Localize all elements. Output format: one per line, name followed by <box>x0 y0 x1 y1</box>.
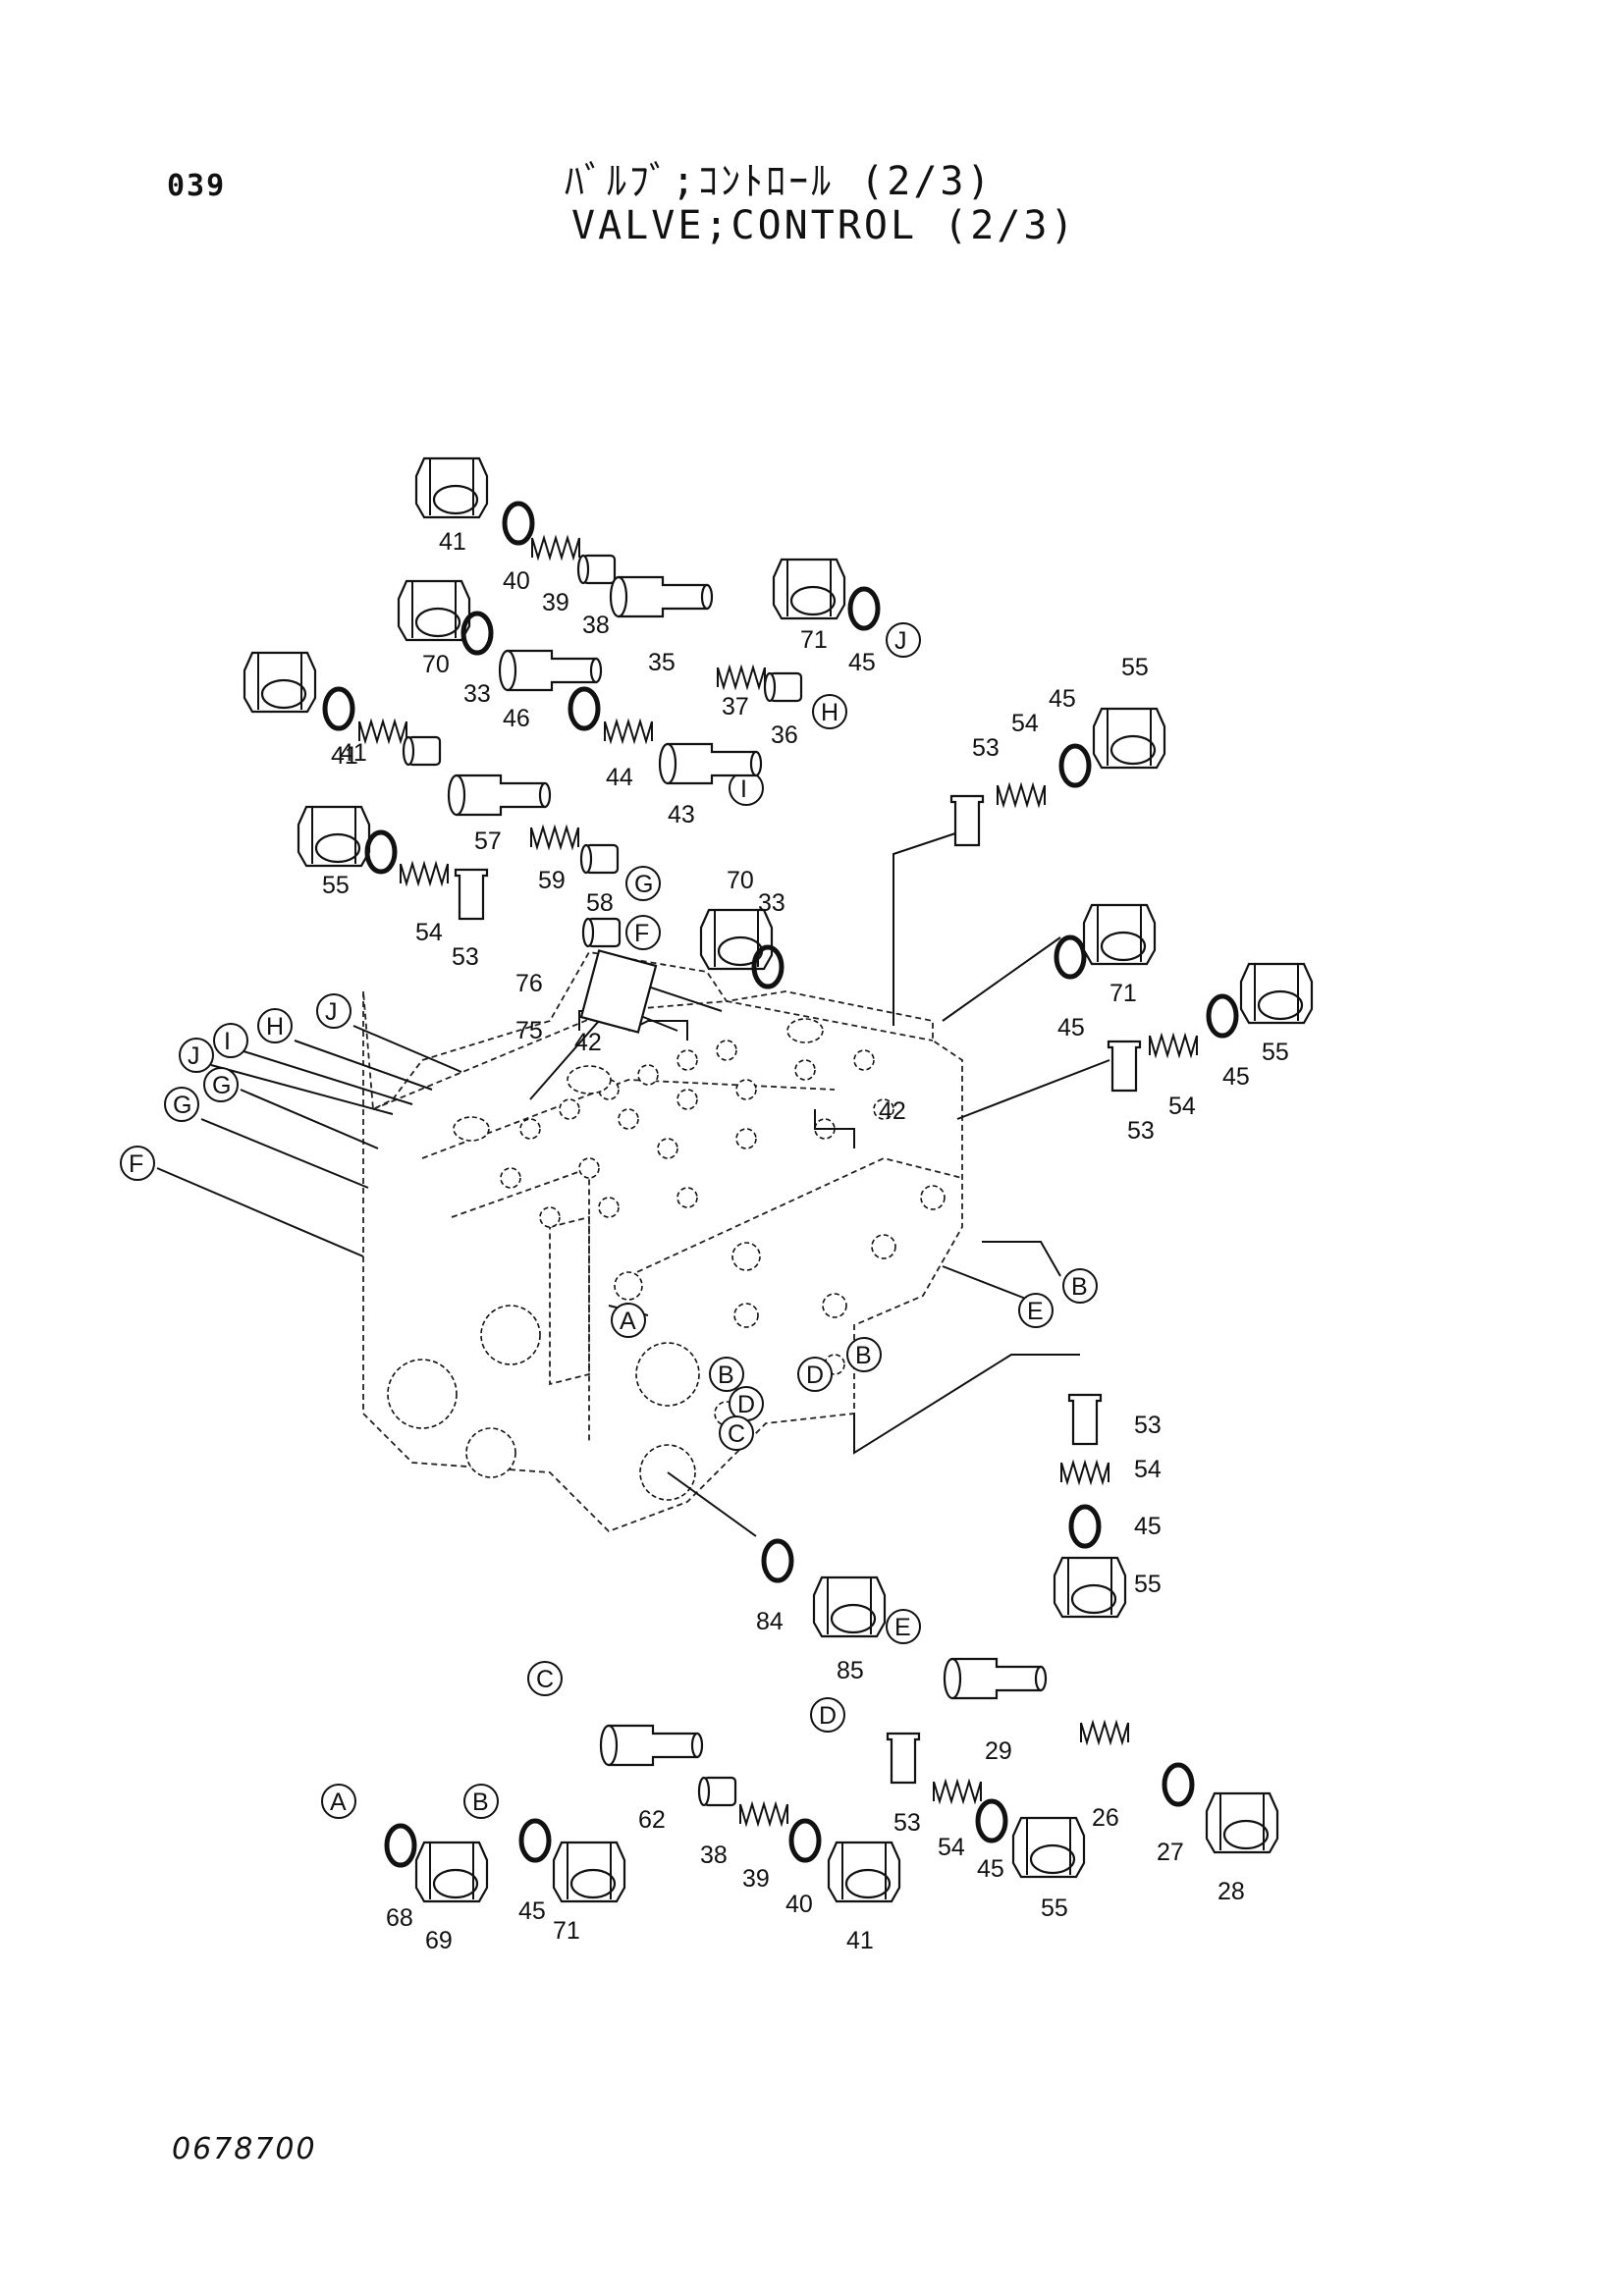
part-label-40: 40 <box>503 567 530 595</box>
valve-body <box>362 951 963 1533</box>
part-label-57: 57 <box>474 828 502 855</box>
part-label-62: 62 <box>638 1806 666 1834</box>
svg-text:I: I <box>224 1028 231 1055</box>
svg-text:B: B <box>855 1342 872 1369</box>
svg-text:C: C <box>728 1420 745 1448</box>
svg-text:D: D <box>737 1391 755 1418</box>
part-label-43: 43 <box>668 801 695 828</box>
svg-text:41: 41 <box>846 1927 874 1954</box>
svg-text:A: A <box>620 1308 636 1335</box>
title-english: VALVE;CONTROL (2/3) <box>571 203 1077 248</box>
part-label-26: 26 <box>1092 1804 1119 1832</box>
svg-text:54: 54 <box>1134 1456 1162 1483</box>
reference-letter-labels: J H I J G G F A B D D B C E B F G H J I … <box>129 627 1088 1816</box>
reference-circles <box>120 622 1098 1819</box>
part-label-75: 75 <box>515 1017 543 1044</box>
part-label-53: 53 <box>452 943 479 971</box>
svg-text:45: 45 <box>1134 1513 1162 1540</box>
part-label-58: 58 <box>586 889 614 917</box>
part-label-84: 84 <box>756 1608 784 1635</box>
part-label-85: 85 <box>837 1657 864 1684</box>
part-label-55: 55 <box>322 872 350 899</box>
svg-text:55: 55 <box>1134 1571 1162 1598</box>
svg-text:H: H <box>266 1013 284 1041</box>
svg-text:J: J <box>894 627 907 655</box>
svg-text:39: 39 <box>742 1865 770 1893</box>
svg-text:71: 71 <box>1109 980 1137 1007</box>
svg-text:55: 55 <box>1121 654 1149 681</box>
svg-text:70: 70 <box>727 867 754 894</box>
svg-text:55: 55 <box>1262 1039 1289 1066</box>
svg-text:E: E <box>894 1614 911 1641</box>
svg-text:G: G <box>634 871 653 898</box>
svg-text:F: F <box>129 1150 143 1178</box>
svg-text:G: G <box>173 1092 191 1119</box>
part-label-70: 70 <box>422 651 450 678</box>
part-drawings <box>243 456 1314 1903</box>
part-label-69: 69 <box>425 1927 453 1954</box>
svg-text:40: 40 <box>785 1891 813 1918</box>
svg-text:E: E <box>1027 1298 1044 1325</box>
svg-text:54: 54 <box>1168 1093 1196 1120</box>
svg-text:54: 54 <box>1011 710 1039 737</box>
svg-text:53: 53 <box>1127 1117 1155 1145</box>
svg-text:41: 41 <box>331 742 358 770</box>
part-label-36: 36 <box>771 721 798 749</box>
svg-text:G: G <box>212 1072 231 1099</box>
svg-text:J: J <box>188 1042 200 1070</box>
svg-text:A: A <box>330 1789 347 1816</box>
part-label-45: 45 <box>848 649 876 676</box>
part-label-33: 33 <box>463 680 491 708</box>
page-number: 039 <box>167 169 227 203</box>
svg-text:45: 45 <box>977 1855 1004 1883</box>
svg-text:H: H <box>821 699 839 726</box>
svg-text:J: J <box>325 998 338 1026</box>
svg-text:53: 53 <box>972 734 1000 762</box>
svg-text:54: 54 <box>938 1834 965 1861</box>
part-label-39: 39 <box>542 589 569 616</box>
svg-text:55: 55 <box>1041 1895 1068 1922</box>
part-label-37: 37 <box>722 693 749 721</box>
part-label-35: 35 <box>648 649 676 676</box>
svg-text:42: 42 <box>879 1097 906 1125</box>
part-label-59: 59 <box>538 867 566 894</box>
svg-text:C: C <box>536 1666 554 1693</box>
part-label-28: 28 <box>1217 1878 1245 1905</box>
svg-text:B: B <box>1071 1273 1088 1301</box>
svg-text:45: 45 <box>1057 1014 1085 1041</box>
svg-text:45: 45 <box>1222 1063 1250 1091</box>
part-label-46: 46 <box>503 705 530 732</box>
part-label-44: 44 <box>606 764 633 791</box>
drawing-number: 0678700 <box>172 2132 317 2166</box>
svg-text:71: 71 <box>553 1917 580 1945</box>
part-label-54: 54 <box>415 919 443 946</box>
svg-text:45: 45 <box>1049 685 1076 713</box>
svg-text:D: D <box>819 1702 837 1730</box>
svg-text:I: I <box>740 775 747 803</box>
svg-text:53: 53 <box>893 1809 921 1837</box>
svg-text:41: 41 <box>340 739 367 767</box>
part-label-41: 41 <box>439 528 466 556</box>
svg-text:38: 38 <box>700 1842 728 1869</box>
part-label-38: 38 <box>582 612 610 639</box>
svg-text:B: B <box>718 1362 734 1389</box>
part-label-42: 42 <box>574 1029 602 1056</box>
part-label-29: 29 <box>985 1737 1012 1765</box>
title-japanese: ﾊﾞﾙﾌﾞ;ｺﾝﾄﾛｰﾙ (2/3) <box>565 159 994 204</box>
svg-text:F: F <box>634 920 649 947</box>
svg-text:33: 33 <box>758 889 785 917</box>
part-labels: 41 40 39 38 35 71 45 70 33 46 37 36 44 4… <box>322 528 1289 1954</box>
part-label-27: 27 <box>1157 1839 1184 1866</box>
svg-text:45: 45 <box>518 1897 546 1925</box>
part-label-71: 71 <box>800 626 828 654</box>
part-label-76: 76 <box>515 970 543 997</box>
svg-text:53: 53 <box>1134 1412 1162 1439</box>
svg-text:D: D <box>806 1362 824 1389</box>
svg-text:B: B <box>472 1789 489 1816</box>
part-label-68: 68 <box>386 1904 413 1932</box>
